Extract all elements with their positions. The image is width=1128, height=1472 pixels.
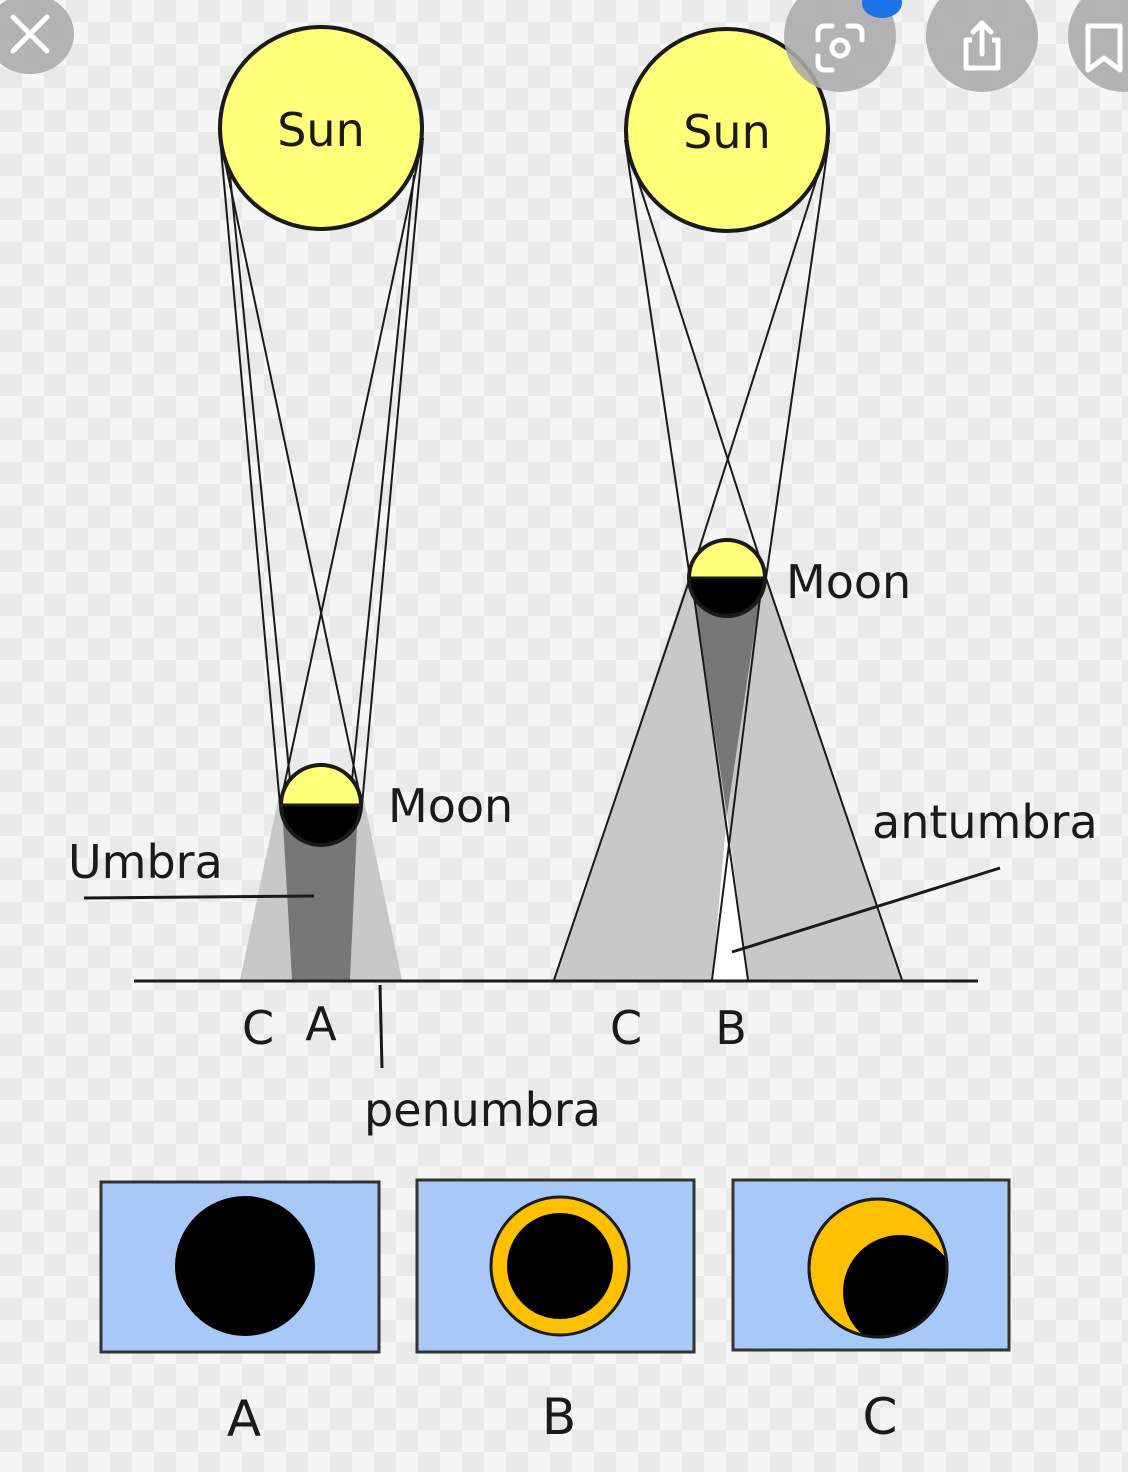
- left-sun-label: Sun: [277, 103, 365, 157]
- right-scene: Sun Moon antumbra C B: [554, 29, 1098, 1055]
- umbra-pointer: [84, 896, 314, 898]
- right-ground-label-b: B: [715, 1001, 747, 1055]
- share-icon: [952, 18, 1012, 78]
- lens-icon: [810, 18, 870, 78]
- left-sun-moon-rays: [220, 138, 423, 805]
- eclipse-view-total: [101, 1182, 379, 1352]
- left-ground-label-c: C: [242, 1001, 274, 1055]
- penumbra-pointer: [380, 985, 382, 1068]
- right-sun-label: Sun: [683, 105, 771, 159]
- left-ground-label-a: A: [305, 997, 337, 1051]
- view-label-c: C: [863, 1388, 898, 1446]
- left-moon: [281, 765, 361, 845]
- umbra-label: Umbra: [68, 835, 223, 889]
- left-scene: Sun Moon Umbra penumbra C A: [68, 27, 601, 1137]
- left-moon-label: Moon: [388, 779, 513, 833]
- close-icon: [7, 11, 53, 57]
- bookmark-icon: [1074, 18, 1128, 78]
- right-ground-label-c: C: [610, 1001, 642, 1055]
- right-moon-label: Moon: [786, 555, 911, 609]
- view-label-a: A: [227, 1390, 261, 1448]
- right-moon: [689, 540, 765, 616]
- antumbra-label: antumbra: [872, 795, 1098, 849]
- eclipse-view-partial: [733, 1180, 1009, 1350]
- view-label-b: B: [542, 1388, 576, 1446]
- penumbra-label: penumbra: [364, 1083, 601, 1137]
- eclipse-view-annular: [417, 1180, 694, 1352]
